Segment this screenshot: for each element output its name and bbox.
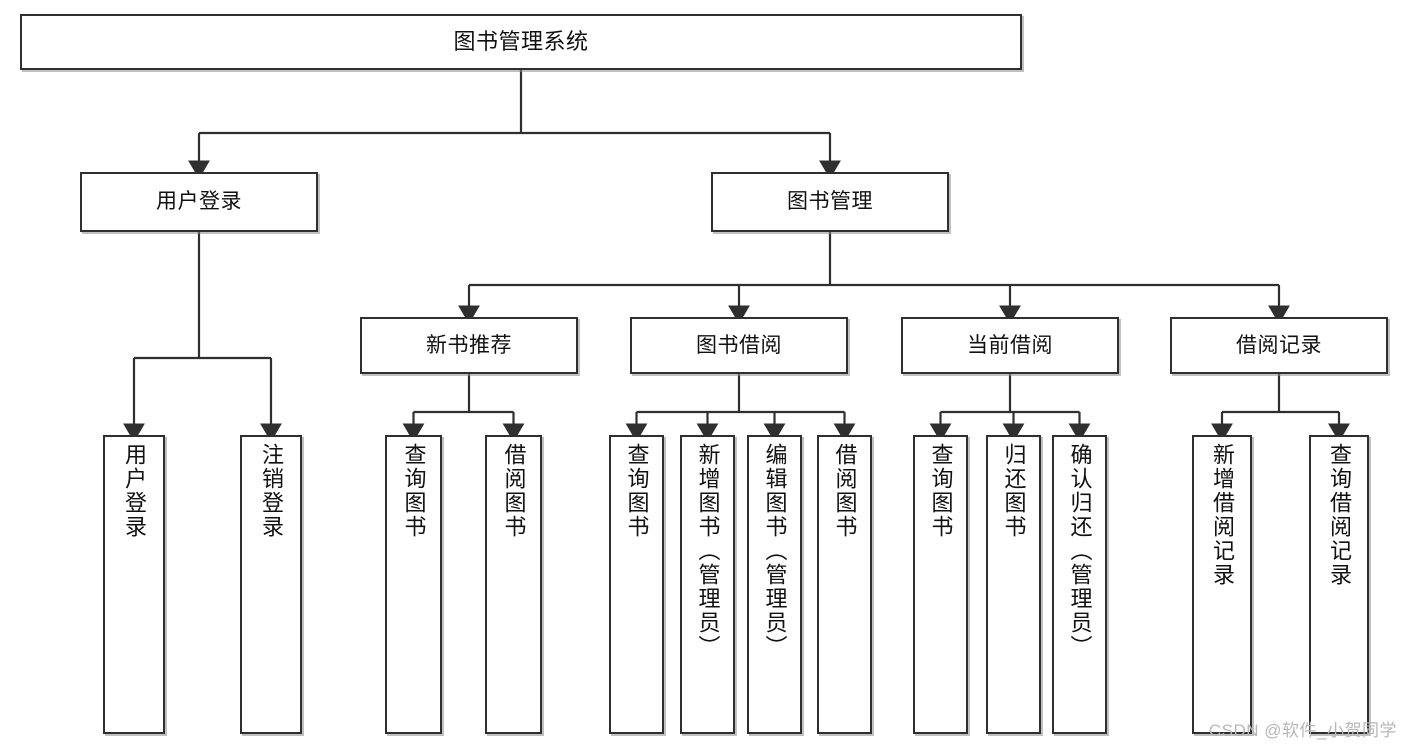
node-newbooks[interactable]: 新书推荐 <box>360 317 578 374</box>
watermark: CSDN @软件_小贺同学 <box>1208 721 1397 740</box>
node-label: 新增借阅记录 <box>1209 443 1235 587</box>
node-current[interactable]: 当前借阅 <box>901 317 1119 374</box>
node-label: 注销登录 <box>258 443 284 539</box>
node-label: 查询借阅记录 <box>1326 443 1352 587</box>
node-label: 编辑图书（管理员） <box>762 443 788 659</box>
node-borrow[interactable]: 图书借阅 <box>630 317 848 374</box>
node-label: 用户登录 <box>156 190 242 214</box>
node-label: 确认归还（管理员） <box>1067 443 1093 659</box>
node-label: 借阅图书 <box>832 443 858 539</box>
node-leaf-user-logout[interactable]: 注销登录 <box>240 435 302 734</box>
node-leaf-user-login[interactable]: 用户登录 <box>103 435 165 734</box>
node-leaf-bo-edit[interactable]: 编辑图书（管理员） <box>747 435 802 734</box>
node-records[interactable]: 借阅记录 <box>1170 317 1388 374</box>
node-leaf-bo-borrow[interactable]: 借阅图书 <box>817 435 872 734</box>
node-leaf-cu-return[interactable]: 归还图书 <box>986 435 1041 734</box>
node-label: 图书管理系统 <box>453 28 589 54</box>
node-leaf-re-query[interactable]: 查询借阅记录 <box>1309 435 1369 734</box>
node-label: 用户登录 <box>121 443 147 539</box>
node-login[interactable]: 用户登录 <box>80 172 318 232</box>
node-leaf-nb-query[interactable]: 查询图书 <box>385 435 442 734</box>
node-label: 新书推荐 <box>426 333 512 357</box>
node-bookmgmt[interactable]: 图书管理 <box>711 172 949 232</box>
node-label: 借阅图书 <box>501 443 527 539</box>
node-label: 图书借阅 <box>696 333 782 357</box>
node-label: 查询图书 <box>928 443 954 539</box>
node-leaf-re-add[interactable]: 新增借阅记录 <box>1192 435 1252 734</box>
node-label: 借阅记录 <box>1236 333 1322 357</box>
node-root[interactable]: 图书管理系统 <box>20 14 1022 70</box>
node-label: 查询图书 <box>401 443 427 539</box>
node-leaf-cu-query[interactable]: 查询图书 <box>913 435 968 734</box>
node-label: 当前借阅 <box>967 333 1053 357</box>
node-label: 图书管理 <box>787 190 873 214</box>
node-leaf-nb-borrow[interactable]: 借阅图书 <box>485 435 542 734</box>
node-leaf-bo-add[interactable]: 新增图书（管理员） <box>680 435 735 734</box>
node-label: 归还图书 <box>1001 443 1027 539</box>
node-label: 查询图书 <box>624 443 650 539</box>
node-leaf-bo-query[interactable]: 查询图书 <box>609 435 664 734</box>
node-label: 新增图书（管理员） <box>695 443 721 659</box>
node-leaf-cu-confirm[interactable]: 确认归还（管理员） <box>1052 435 1107 734</box>
